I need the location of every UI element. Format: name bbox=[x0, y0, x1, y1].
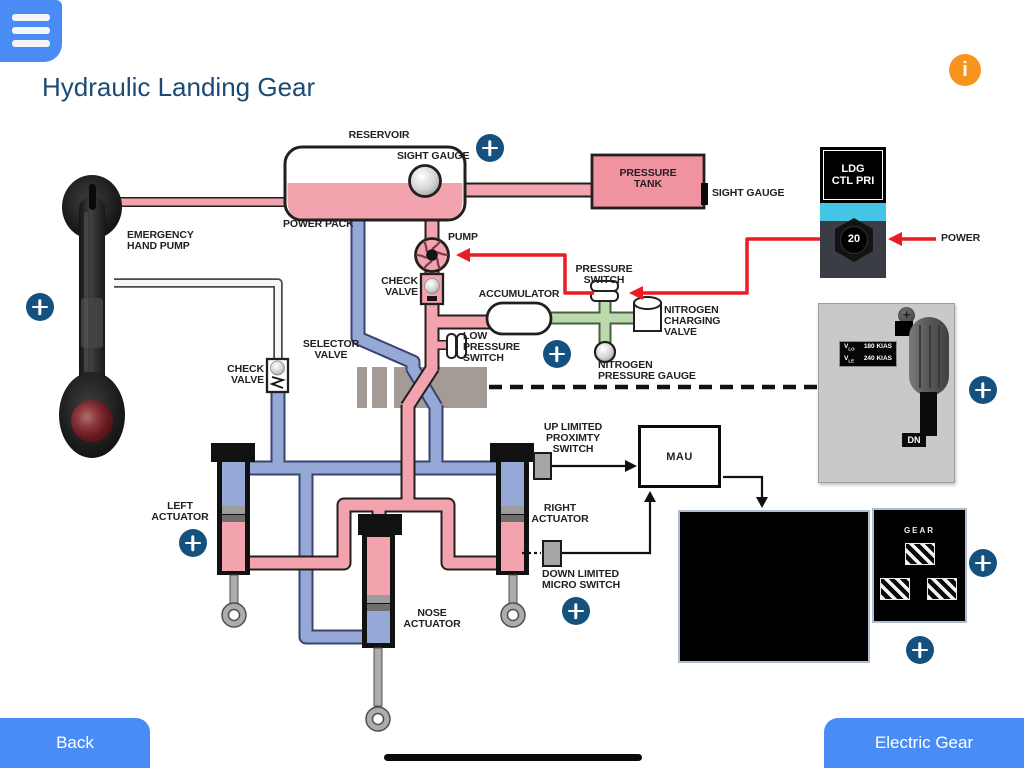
back-button-label: Back bbox=[56, 733, 94, 752]
back-button[interactable]: Back bbox=[0, 718, 150, 768]
hotspot-button-gear-lever[interactable] bbox=[969, 376, 997, 404]
pump-impeller bbox=[415, 240, 449, 270]
label-selector-valve: SELECTOR VALVE bbox=[302, 338, 360, 361]
pump-knob bbox=[71, 400, 113, 442]
pressure-switch bbox=[590, 280, 619, 302]
down-micro-switch bbox=[542, 540, 562, 567]
emergency-hand-pump bbox=[59, 175, 125, 458]
power-wires bbox=[470, 237, 936, 295]
label-nitrogen-pressure-gauge: NITROGEN PRESSURE GAUGE bbox=[598, 359, 696, 382]
screw-icon: + bbox=[898, 307, 915, 324]
pressure-tank bbox=[590, 153, 708, 210]
placard-row: VLE 240 KIAS bbox=[844, 354, 892, 363]
breaker-panel-title: LDG CTL PRI bbox=[831, 163, 875, 187]
label-check-valve-pump: CHECK VALVE bbox=[381, 275, 418, 298]
gear-lever-handle[interactable] bbox=[909, 317, 949, 396]
check-valve-hand-pump bbox=[265, 357, 290, 394]
left-gear-transit-indicator bbox=[880, 578, 910, 600]
right-gear-transit-indicator bbox=[927, 578, 957, 600]
menu-button[interactable] bbox=[0, 0, 62, 62]
label-pressure-switch: PRESSURE SWITCH bbox=[575, 263, 633, 286]
label-low-pressure-switch: LOW PRESSURE SWITCH bbox=[463, 330, 520, 364]
tank-sight-gauge bbox=[701, 183, 708, 205]
check-valve-pump bbox=[419, 272, 445, 306]
label-power-pack: POWER PACK bbox=[283, 218, 354, 230]
label-nose-actuator: NOSE ACTUATOR bbox=[403, 607, 461, 630]
pump bbox=[414, 237, 450, 273]
signal-wires bbox=[522, 464, 764, 555]
label-pump: PUMP bbox=[448, 231, 478, 243]
hotspot-button-gear-indicator[interactable] bbox=[969, 549, 997, 577]
breaker-value: 20 bbox=[840, 226, 868, 254]
low-pressure-switch bbox=[446, 333, 467, 359]
hamburger-icon bbox=[12, 27, 50, 34]
label-up-limited-proximity-switch: UP LIMITED PROXIMTY SWITCH bbox=[543, 421, 603, 455]
gear-indicator-title: GEAR bbox=[903, 526, 936, 535]
hotspot-button-accumulator[interactable] bbox=[543, 340, 571, 368]
label-nitrogen-charging-valve: NITROGEN CHARGING VALVE bbox=[664, 304, 721, 338]
info-icon: i bbox=[962, 59, 968, 81]
up-position-tag bbox=[895, 321, 913, 336]
electric-gear-button[interactable]: Electric Gear bbox=[824, 718, 1024, 768]
gear-lever-shaft bbox=[920, 392, 937, 436]
label-check-valve-hand-pump: CHECK VALVE bbox=[227, 363, 264, 386]
gear-lever-panel: + VLO 180 KIAS VLE 240 KIAS DN bbox=[818, 303, 955, 483]
label-emergency-hand-pump: EMERGENCY HAND PUMP bbox=[127, 229, 194, 252]
nitrogen-charging-valve bbox=[633, 296, 662, 332]
hotspot-button-left-actuator[interactable] bbox=[179, 529, 207, 557]
breaker-panel-head: LDG CTL PRI bbox=[820, 147, 886, 203]
up-proximity-switch bbox=[533, 452, 552, 480]
sight-gauge-glass bbox=[408, 164, 442, 198]
mau-label: MAU bbox=[666, 450, 693, 463]
left-actuator bbox=[211, 443, 255, 628]
breaker-panel-frame bbox=[823, 150, 883, 200]
label-sight-gauge-tank: SIGHT GAUGE bbox=[712, 187, 785, 199]
label-power: POWER bbox=[941, 232, 981, 244]
breaker-knob: 20 bbox=[835, 218, 873, 262]
home-indicator[interactable] bbox=[384, 754, 642, 761]
hotspot-button-reservoir[interactable] bbox=[476, 134, 504, 162]
page-title: Hydraulic Landing Gear bbox=[42, 72, 316, 102]
label-pressure-tank: PRESSURE TANK bbox=[619, 167, 677, 190]
signal-arrowheads bbox=[625, 460, 768, 508]
label-right-actuator: RIGHT ACTUATOR bbox=[531, 502, 589, 525]
gear-indicator-panel: GEAR bbox=[872, 508, 967, 623]
hotspot-button-hand-pump[interactable] bbox=[26, 293, 54, 321]
hamburger-icon bbox=[12, 40, 50, 47]
nose-gear-transit-indicator bbox=[905, 543, 935, 565]
label-left-actuator: LEFT ACTUATOR bbox=[151, 500, 209, 523]
hand-pump-tube bbox=[114, 278, 283, 361]
accumulator bbox=[485, 301, 553, 336]
breaker-panel: LDG CTL PRI 20 bbox=[820, 147, 886, 278]
electric-gear-button-label: Electric Gear bbox=[874, 733, 974, 752]
speed-placard: VLO 180 KIAS VLE 240 KIAS bbox=[839, 341, 897, 367]
info-button[interactable]: i bbox=[949, 54, 981, 86]
label-reservoir: RESERVOIR bbox=[348, 129, 410, 141]
nose-actuator bbox=[358, 514, 402, 732]
down-position-tag: DN bbox=[902, 433, 926, 447]
display-screen bbox=[678, 510, 870, 663]
nitrogen-pressure-gauge bbox=[593, 340, 617, 364]
reservoir bbox=[283, 145, 467, 222]
hamburger-icon bbox=[12, 14, 50, 21]
green-nitrogen-pipes bbox=[546, 296, 648, 344]
breaker-panel-stripe bbox=[820, 203, 886, 221]
power-arrowheads bbox=[456, 232, 902, 300]
hotspot-button-display[interactable] bbox=[906, 636, 934, 664]
placard-row: VLO 180 KIAS bbox=[844, 343, 892, 352]
mau-box: MAU bbox=[638, 425, 721, 488]
hotspot-button-micro-switch[interactable] bbox=[562, 597, 590, 625]
right-actuator bbox=[490, 443, 534, 628]
spring bbox=[269, 376, 286, 389]
label-accumulator: ACCUMULATOR bbox=[478, 288, 560, 300]
label-down-limited-micro-switch: DOWN LIMITED MICRO SWITCH bbox=[542, 568, 621, 591]
label-sight-gauge-reservoir: SIGHT GAUGE bbox=[397, 150, 470, 162]
